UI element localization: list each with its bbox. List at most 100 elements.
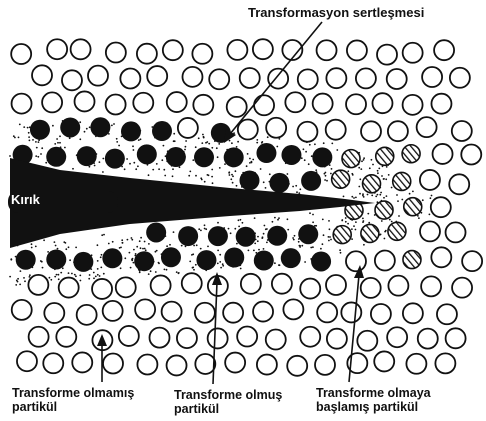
stipple-dot xyxy=(385,178,387,180)
stipple-dot xyxy=(208,143,210,145)
stipple-dot xyxy=(93,272,95,274)
stipple-dot xyxy=(294,235,296,237)
stipple-dot xyxy=(93,277,95,279)
crack-label: Kırık xyxy=(11,193,40,208)
stipple-dot xyxy=(231,142,233,144)
stipple-dot xyxy=(124,257,126,259)
stipple-dot xyxy=(429,214,431,216)
stipple-dot xyxy=(196,244,198,246)
stipple-dot xyxy=(258,249,260,251)
stipple-dot xyxy=(84,131,86,133)
stipple-dot xyxy=(57,142,59,144)
untransformed-particle xyxy=(403,43,423,63)
transformed-particle xyxy=(311,251,331,271)
stipple-dot xyxy=(126,158,128,160)
stipple-dot xyxy=(298,192,300,194)
transforming-particle xyxy=(363,175,381,193)
stipple-dot xyxy=(361,160,363,162)
untransformed-particle xyxy=(28,275,48,295)
stipple-dot xyxy=(242,222,244,224)
stipple-dot xyxy=(57,248,59,250)
stipple-dot xyxy=(38,141,40,143)
untransformed-particle xyxy=(32,65,52,85)
transformed-particle xyxy=(224,147,244,167)
stipple-dot xyxy=(331,143,333,145)
stipple-dot xyxy=(181,245,183,247)
untransformed-particle xyxy=(254,95,274,115)
stipple-dot xyxy=(75,275,77,277)
stipple-dot xyxy=(144,248,146,250)
untransformed-particle xyxy=(43,353,63,373)
stipple-dot xyxy=(252,159,254,161)
stipple-dot xyxy=(267,136,269,138)
stipple-dot xyxy=(235,170,237,172)
untransformed-particle xyxy=(406,354,426,374)
transformed-particle xyxy=(105,149,125,169)
stipple-dot xyxy=(287,173,289,175)
stipple-dot xyxy=(41,147,43,149)
stipple-dot xyxy=(112,241,114,243)
stipple-dot xyxy=(397,200,399,202)
untransformed-particle xyxy=(208,328,228,348)
transformed-particle-label: Transforme olmuş partikül xyxy=(174,388,282,416)
untransformed-particle xyxy=(326,120,346,140)
untransformed-particle xyxy=(253,39,273,59)
stipple-dot xyxy=(219,167,221,169)
stipple-dot xyxy=(377,172,379,174)
stipple-dot xyxy=(129,252,131,254)
stipple-dot xyxy=(347,170,349,172)
stipple-dot xyxy=(217,156,219,158)
untransformed-particle xyxy=(452,278,472,298)
transforming-particles xyxy=(332,145,422,269)
stipple-dot xyxy=(341,219,343,221)
stipple-dot xyxy=(133,162,135,164)
untransformed-particle xyxy=(150,328,170,348)
stipple-dot xyxy=(155,271,157,273)
untransformed-particle xyxy=(435,353,455,373)
stipple-dot xyxy=(164,269,166,271)
stipple-dot xyxy=(118,145,120,147)
stipple-dot xyxy=(388,174,390,176)
stipple-dot xyxy=(375,196,377,198)
stipple-dot xyxy=(237,141,239,143)
stipple-dot xyxy=(229,140,231,142)
stipple-dot xyxy=(139,240,141,242)
stipple-dot xyxy=(161,159,163,161)
stipple-dot xyxy=(218,143,220,145)
stipple-dot xyxy=(230,232,232,234)
stipple-dot xyxy=(324,179,326,181)
untransformed-particle xyxy=(240,68,260,88)
stipple-dot xyxy=(312,246,314,248)
stipple-dot xyxy=(136,246,138,248)
stipple-dot xyxy=(265,187,267,189)
stipple-dot xyxy=(308,163,310,165)
untransformed-particle xyxy=(62,70,82,90)
stipple-dot xyxy=(192,159,194,161)
stipple-dot xyxy=(329,236,331,238)
stipple-dot xyxy=(68,246,70,248)
untransformed-particle xyxy=(297,122,317,142)
untransformed-particle xyxy=(285,92,305,112)
stipple-dot xyxy=(377,170,379,172)
untransformed-particle xyxy=(227,40,247,60)
stipple-dot xyxy=(173,133,175,135)
stipple-dot xyxy=(358,167,360,169)
stipple-dot xyxy=(40,153,42,155)
untransformed-particle xyxy=(388,276,408,296)
stipple-dot xyxy=(166,269,168,271)
stipple-dot xyxy=(193,245,195,247)
untransformed-particle xyxy=(313,94,333,114)
stipple-dot xyxy=(80,280,82,282)
stipple-dot xyxy=(121,239,123,241)
transformed-particle xyxy=(312,147,332,167)
stipple-dot xyxy=(266,242,268,244)
untransformed-particle xyxy=(120,68,140,88)
transformed-particle xyxy=(161,247,181,267)
stipple-dot xyxy=(355,221,357,223)
stipple-dot xyxy=(381,220,383,222)
transforming-particle xyxy=(333,226,351,244)
stipple-dot xyxy=(9,276,11,278)
stipple-dot xyxy=(202,134,204,136)
stipple-dot xyxy=(138,139,140,141)
stipple-dot xyxy=(211,169,213,171)
